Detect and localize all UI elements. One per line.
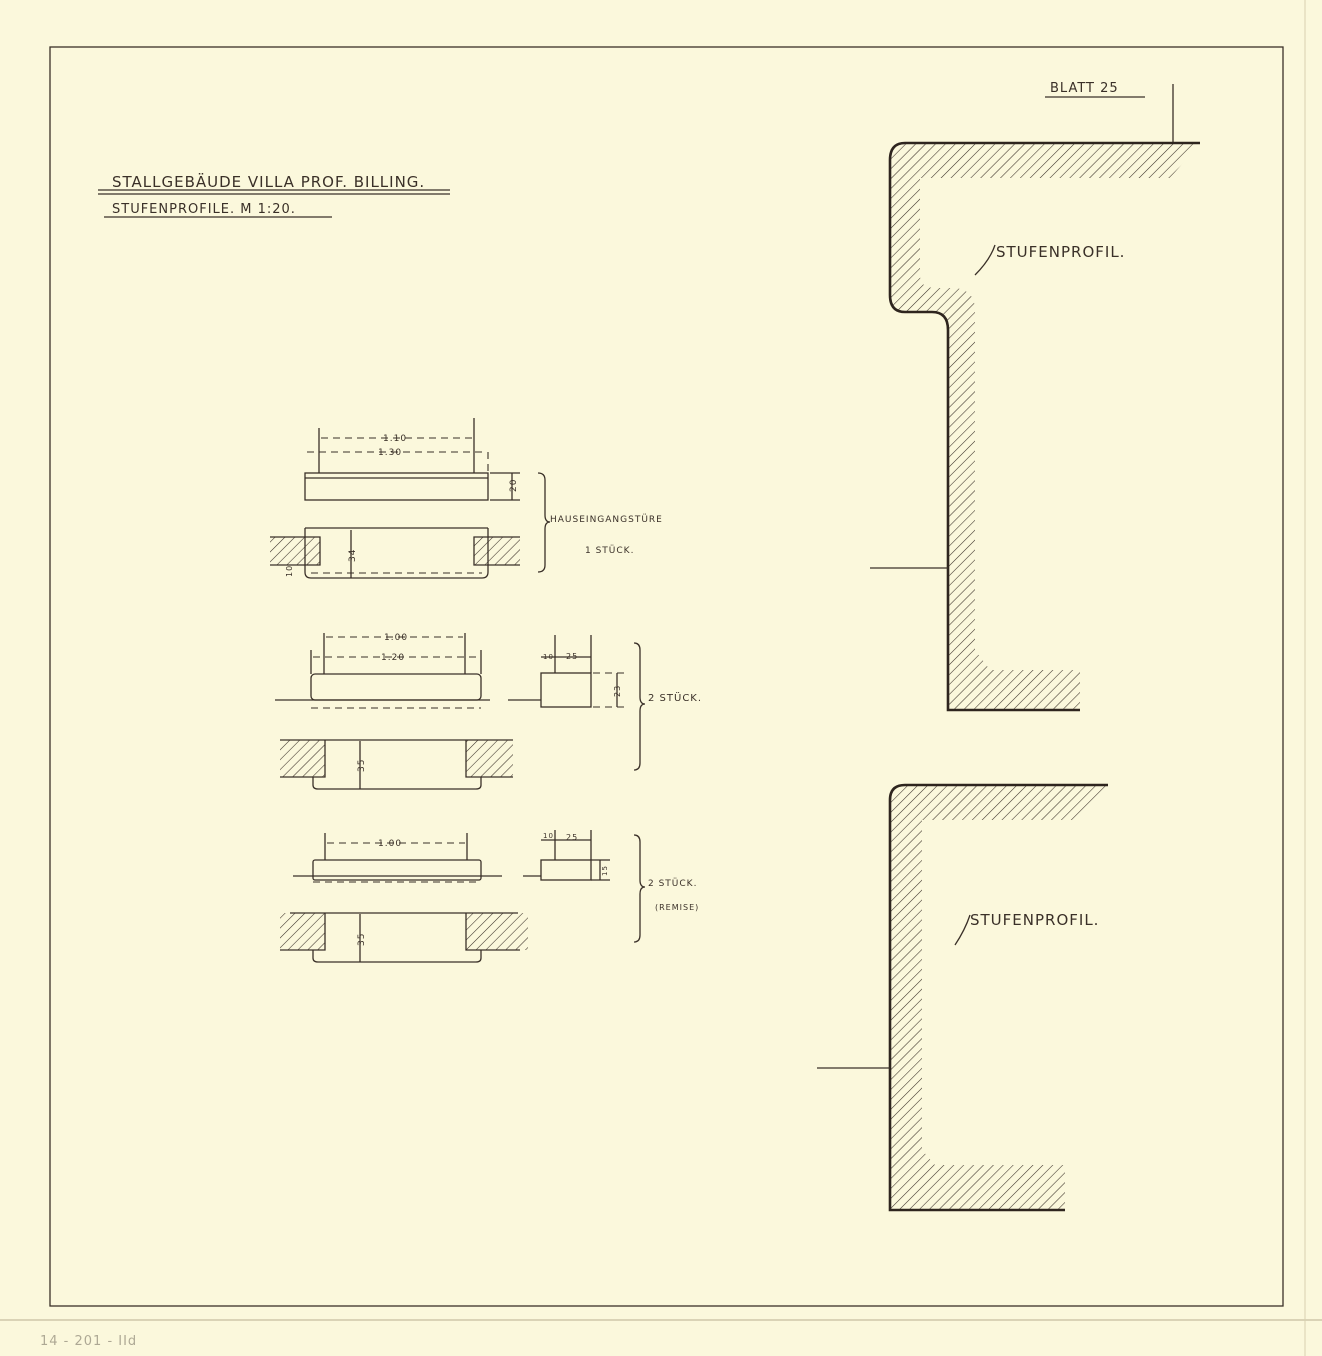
dimension-label: 23 bbox=[613, 685, 622, 697]
step-label: HAUSEINGANGSTÜRE bbox=[550, 514, 663, 525]
dimension-label: 15 bbox=[601, 865, 609, 876]
dimension-label: 1.20 bbox=[381, 653, 405, 663]
dimension-label: 1.30 bbox=[378, 448, 402, 458]
profile-label: STUFENPROFIL. bbox=[970, 911, 1099, 929]
sheet-border bbox=[49, 46, 1284, 1307]
step-detail-2: 1.00 1.20 10 25 23 35 2 STÜCK. bbox=[275, 633, 702, 790]
step-detail-3: 1.00 10 25 15 35 2 STÜCK. (REMISE) bbox=[280, 830, 699, 963]
dimension-label: 25 bbox=[566, 833, 578, 842]
dimension-label: 10 bbox=[543, 653, 554, 661]
archive-mark: 14 - 201 - IId bbox=[40, 1334, 137, 1349]
dimension-label: 25 bbox=[566, 652, 578, 661]
dimension-label: 10 bbox=[285, 565, 294, 577]
drawing-title: STALLGEBÄUDE VILLA PROF. BILLING. bbox=[112, 172, 425, 191]
drawing-subtitle: STUFENPROFILE. M 1:20. bbox=[112, 202, 296, 217]
step-count: 2 STÜCK. bbox=[648, 878, 697, 889]
step-note: (REMISE) bbox=[655, 903, 699, 912]
dimension-label: 1.10 bbox=[383, 434, 407, 444]
step-count: 2 STÜCK. bbox=[648, 691, 702, 704]
dimension-label: 10 bbox=[543, 832, 554, 840]
dimension-label: 1.00 bbox=[378, 839, 402, 849]
sheet-number: BLATT 25 bbox=[1050, 81, 1119, 96]
dimension-label: 1.00 bbox=[384, 633, 408, 643]
dimension-label: 35 bbox=[357, 759, 367, 772]
step-detail-1: 1.10 1.30 20 34 10 HAUSEINGANGSTÜRE 1 ST… bbox=[270, 418, 663, 579]
profile-label: STUFENPROFIL. bbox=[996, 243, 1125, 261]
step-profile-2: STUFENPROFIL. bbox=[817, 783, 1108, 1212]
step-count: 1 STÜCK. bbox=[585, 545, 634, 556]
dimension-label: 34 bbox=[348, 549, 358, 562]
step-profile-1: STUFENPROFIL. bbox=[870, 141, 1200, 712]
dimension-label: 20 bbox=[509, 479, 519, 492]
dimension-label: 35 bbox=[357, 933, 367, 946]
